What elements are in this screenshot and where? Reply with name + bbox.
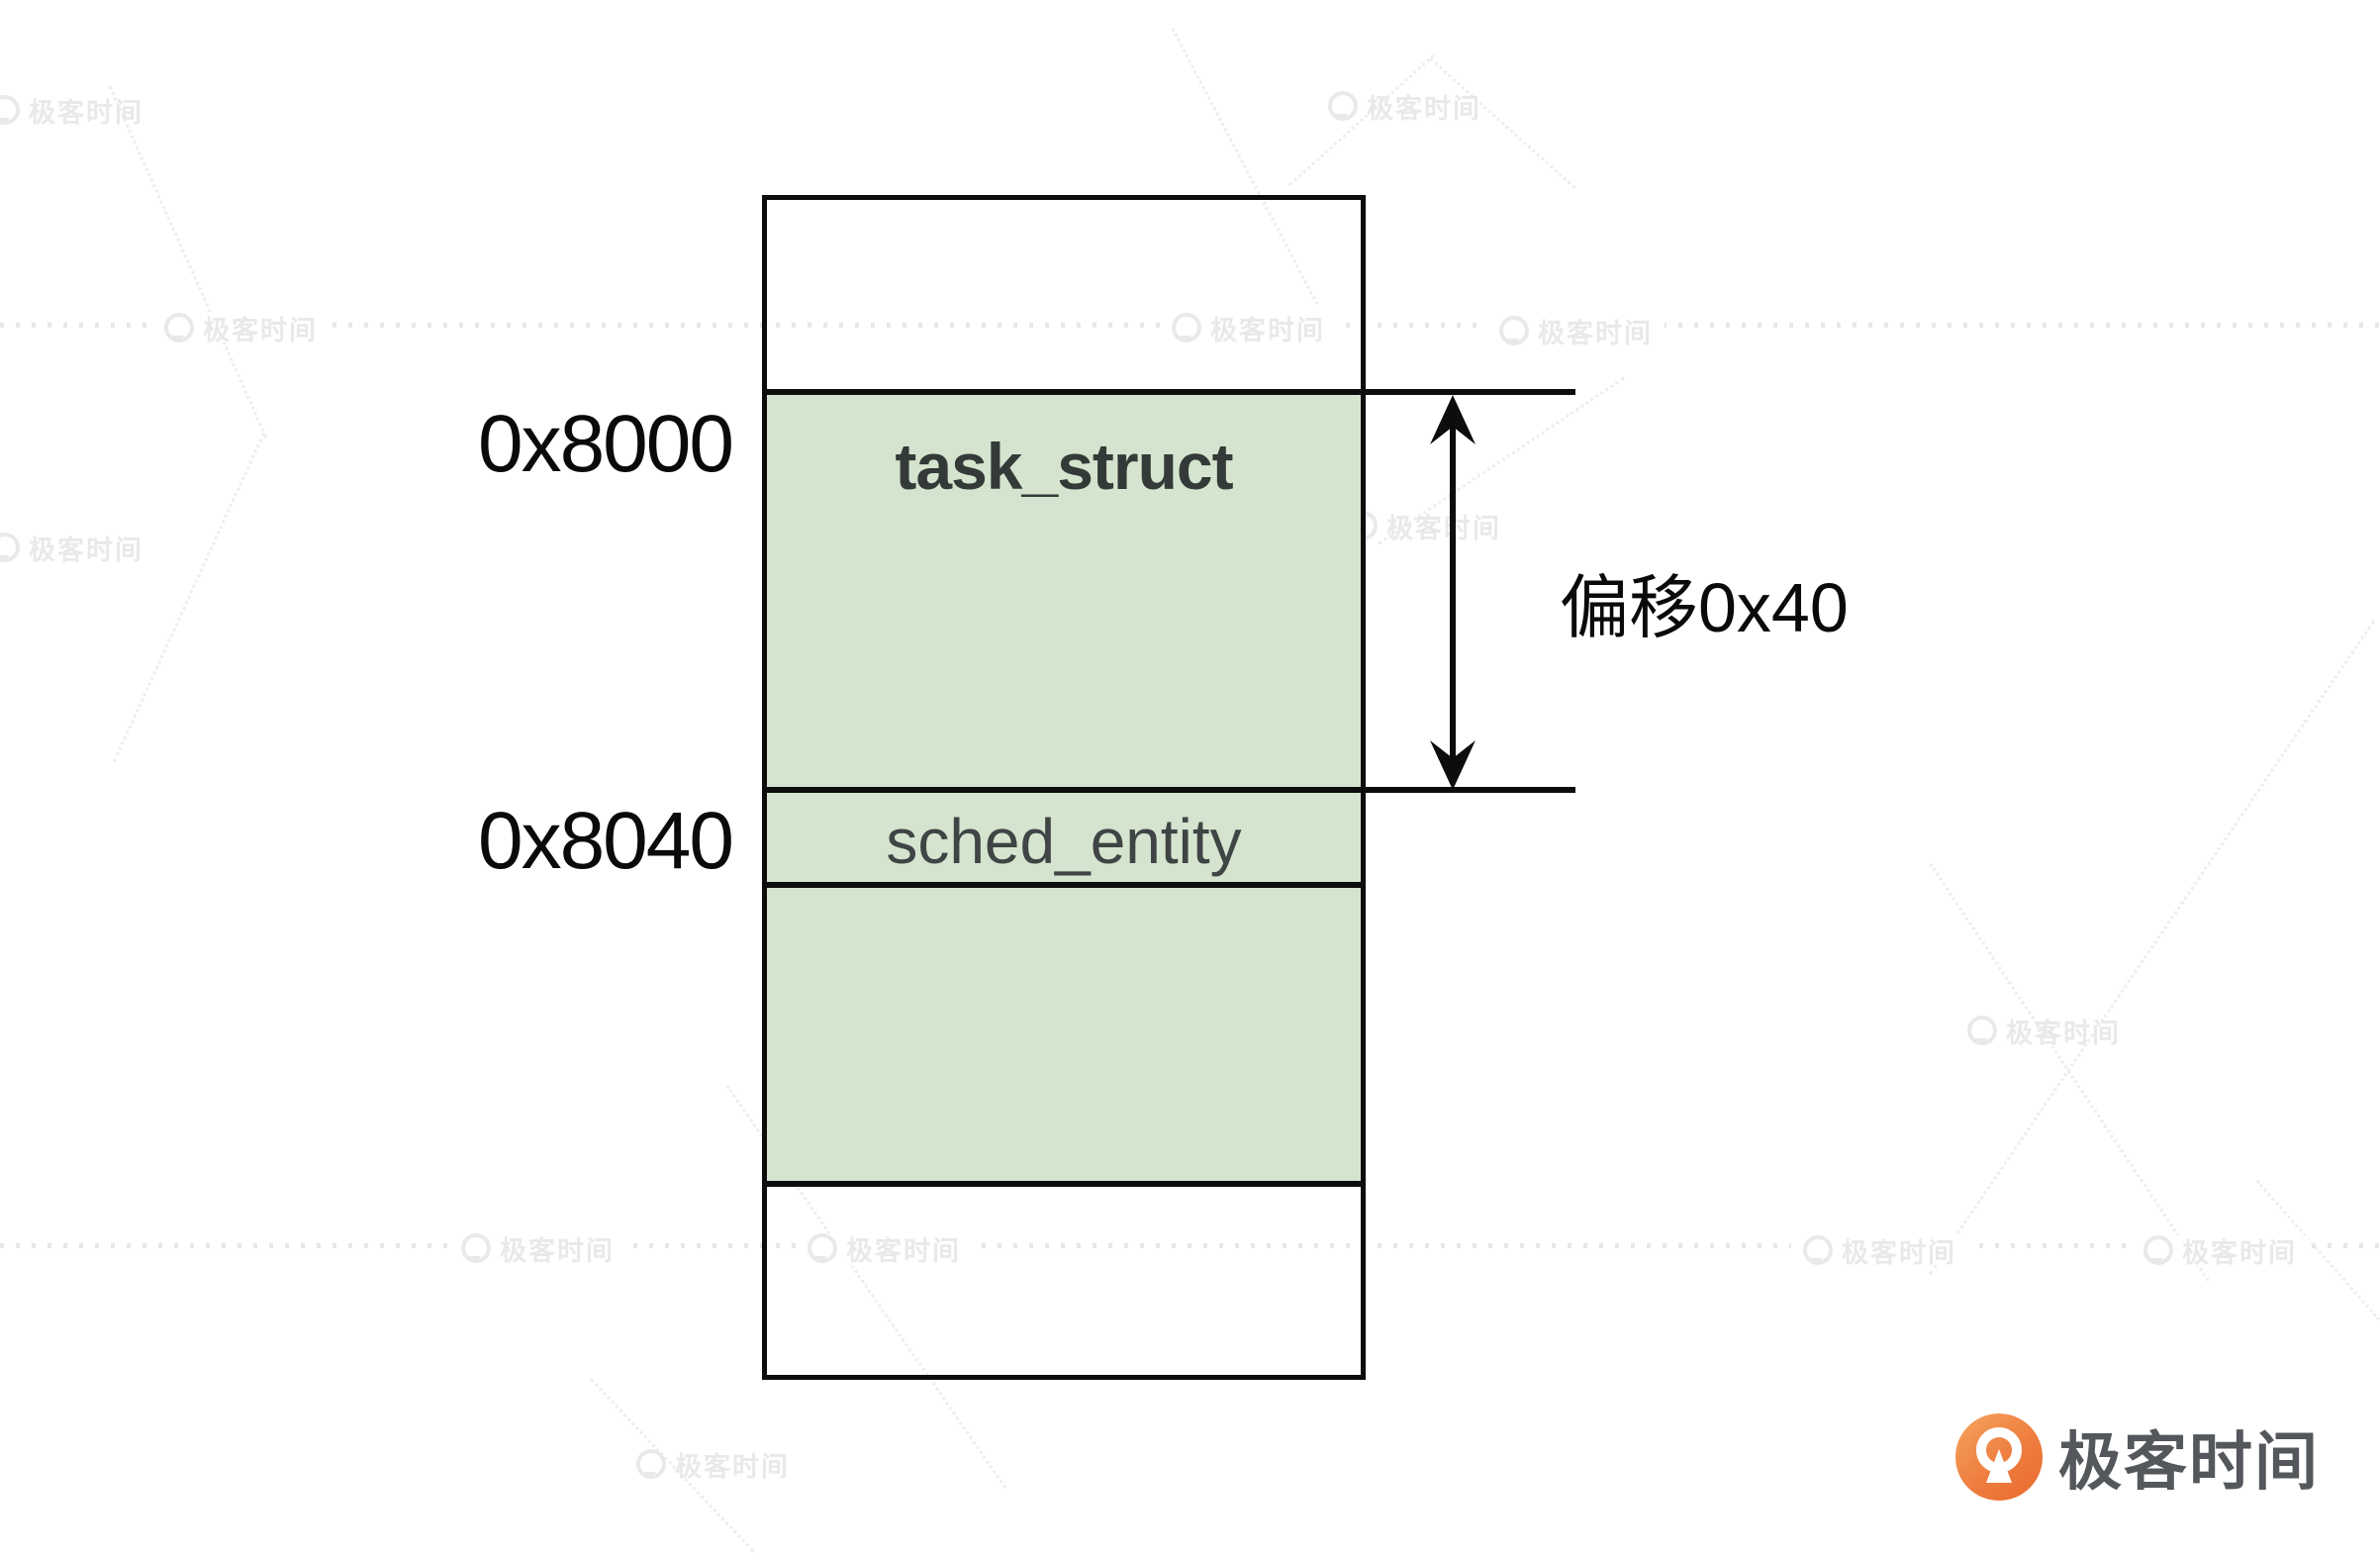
geektime-logo: 极客时间 bbox=[1955, 1412, 2320, 1503]
green-region-bottom-line bbox=[767, 1181, 1361, 1187]
watermark: 极客时间 bbox=[1967, 1016, 2121, 1048]
watermark-pin-icon bbox=[1803, 1235, 1833, 1265]
offset-arrow-shaft bbox=[1450, 416, 1456, 772]
watermark-pin-icon bbox=[636, 1449, 666, 1479]
watermark: 极客时间 bbox=[0, 95, 143, 128]
watermark-text: 极客时间 bbox=[2006, 1018, 2121, 1048]
extension-line-top bbox=[1366, 389, 1575, 395]
task-struct-label: task_struct bbox=[895, 430, 1233, 503]
watermark-text: 极客时间 bbox=[2182, 1237, 2297, 1268]
watermark-pin-icon bbox=[164, 313, 194, 342]
watermark-text: 极客时间 bbox=[1842, 1237, 1956, 1268]
offset-annotation-label: 偏移0x40 bbox=[1560, 569, 1849, 646]
address-label-0x8040: 0x8040 bbox=[477, 796, 734, 886]
watermark-text: 极客时间 bbox=[846, 1235, 961, 1266]
watermark-pin-icon bbox=[2143, 1235, 2173, 1265]
geektime-logo-text: 极客时间 bbox=[2058, 1426, 2320, 1498]
watermark: 极客时间 bbox=[0, 533, 143, 565]
watermark: 极客时间 bbox=[796, 1233, 973, 1266]
watermark: 极客时间 bbox=[1791, 1235, 1968, 1268]
watermark: 极客时间 bbox=[1487, 316, 1665, 348]
watermark-pin-icon bbox=[808, 1233, 837, 1263]
watermark: 极客时间 bbox=[152, 313, 330, 345]
sched-entity-bottom-line bbox=[767, 882, 1361, 888]
watermark: 极客时间 bbox=[1160, 313, 1337, 345]
address-label-0x8000: 0x8000 bbox=[477, 399, 734, 489]
dotted-guide-line bbox=[0, 1243, 2380, 1248]
watermark-text: 极客时间 bbox=[675, 1451, 790, 1482]
watermark-pin-icon bbox=[461, 1233, 491, 1263]
dotted-diagonal-line bbox=[112, 432, 266, 763]
watermark-text: 极客时间 bbox=[29, 97, 143, 128]
watermark-pin-icon bbox=[1172, 313, 1201, 342]
dotted-diagonal-line bbox=[108, 85, 268, 439]
watermark-pin-icon bbox=[1499, 316, 1529, 345]
watermark: 极客时间 bbox=[449, 1233, 626, 1266]
watermark-text: 极客时间 bbox=[500, 1235, 615, 1266]
memory-column-outline bbox=[762, 195, 1366, 1380]
watermark: 极客时间 bbox=[636, 1449, 790, 1482]
watermark-text: 极客时间 bbox=[29, 535, 143, 565]
sched-entity-label: sched_entity bbox=[886, 806, 1242, 877]
line-at-0x8040 bbox=[767, 787, 1361, 793]
watermark: 极客时间 bbox=[2132, 1235, 2309, 1268]
watermark-text: 极客时间 bbox=[1210, 315, 1325, 345]
geektime-pin-icon bbox=[1955, 1413, 2043, 1501]
logo-up-arrow bbox=[1986, 1449, 2012, 1483]
watermark: 极客时间 bbox=[1348, 511, 1501, 543]
dotted-diagonal-line bbox=[1928, 620, 2375, 1276]
watermark-pin-icon bbox=[0, 95, 20, 125]
watermark-pin-icon bbox=[0, 533, 20, 562]
line-at-0x8000 bbox=[767, 389, 1361, 395]
watermark-text: 极客时间 bbox=[203, 315, 318, 345]
watermark-text: 极客时间 bbox=[1367, 93, 1481, 124]
watermark-text: 极客时间 bbox=[1538, 318, 1653, 348]
extension-line-bottom bbox=[1366, 787, 1575, 793]
watermark-pin-icon bbox=[1967, 1016, 1997, 1045]
watermark: 极客时间 bbox=[1328, 91, 1481, 124]
watermark-pin-icon bbox=[1328, 91, 1358, 121]
watermark-text: 极客时间 bbox=[1386, 513, 1501, 543]
